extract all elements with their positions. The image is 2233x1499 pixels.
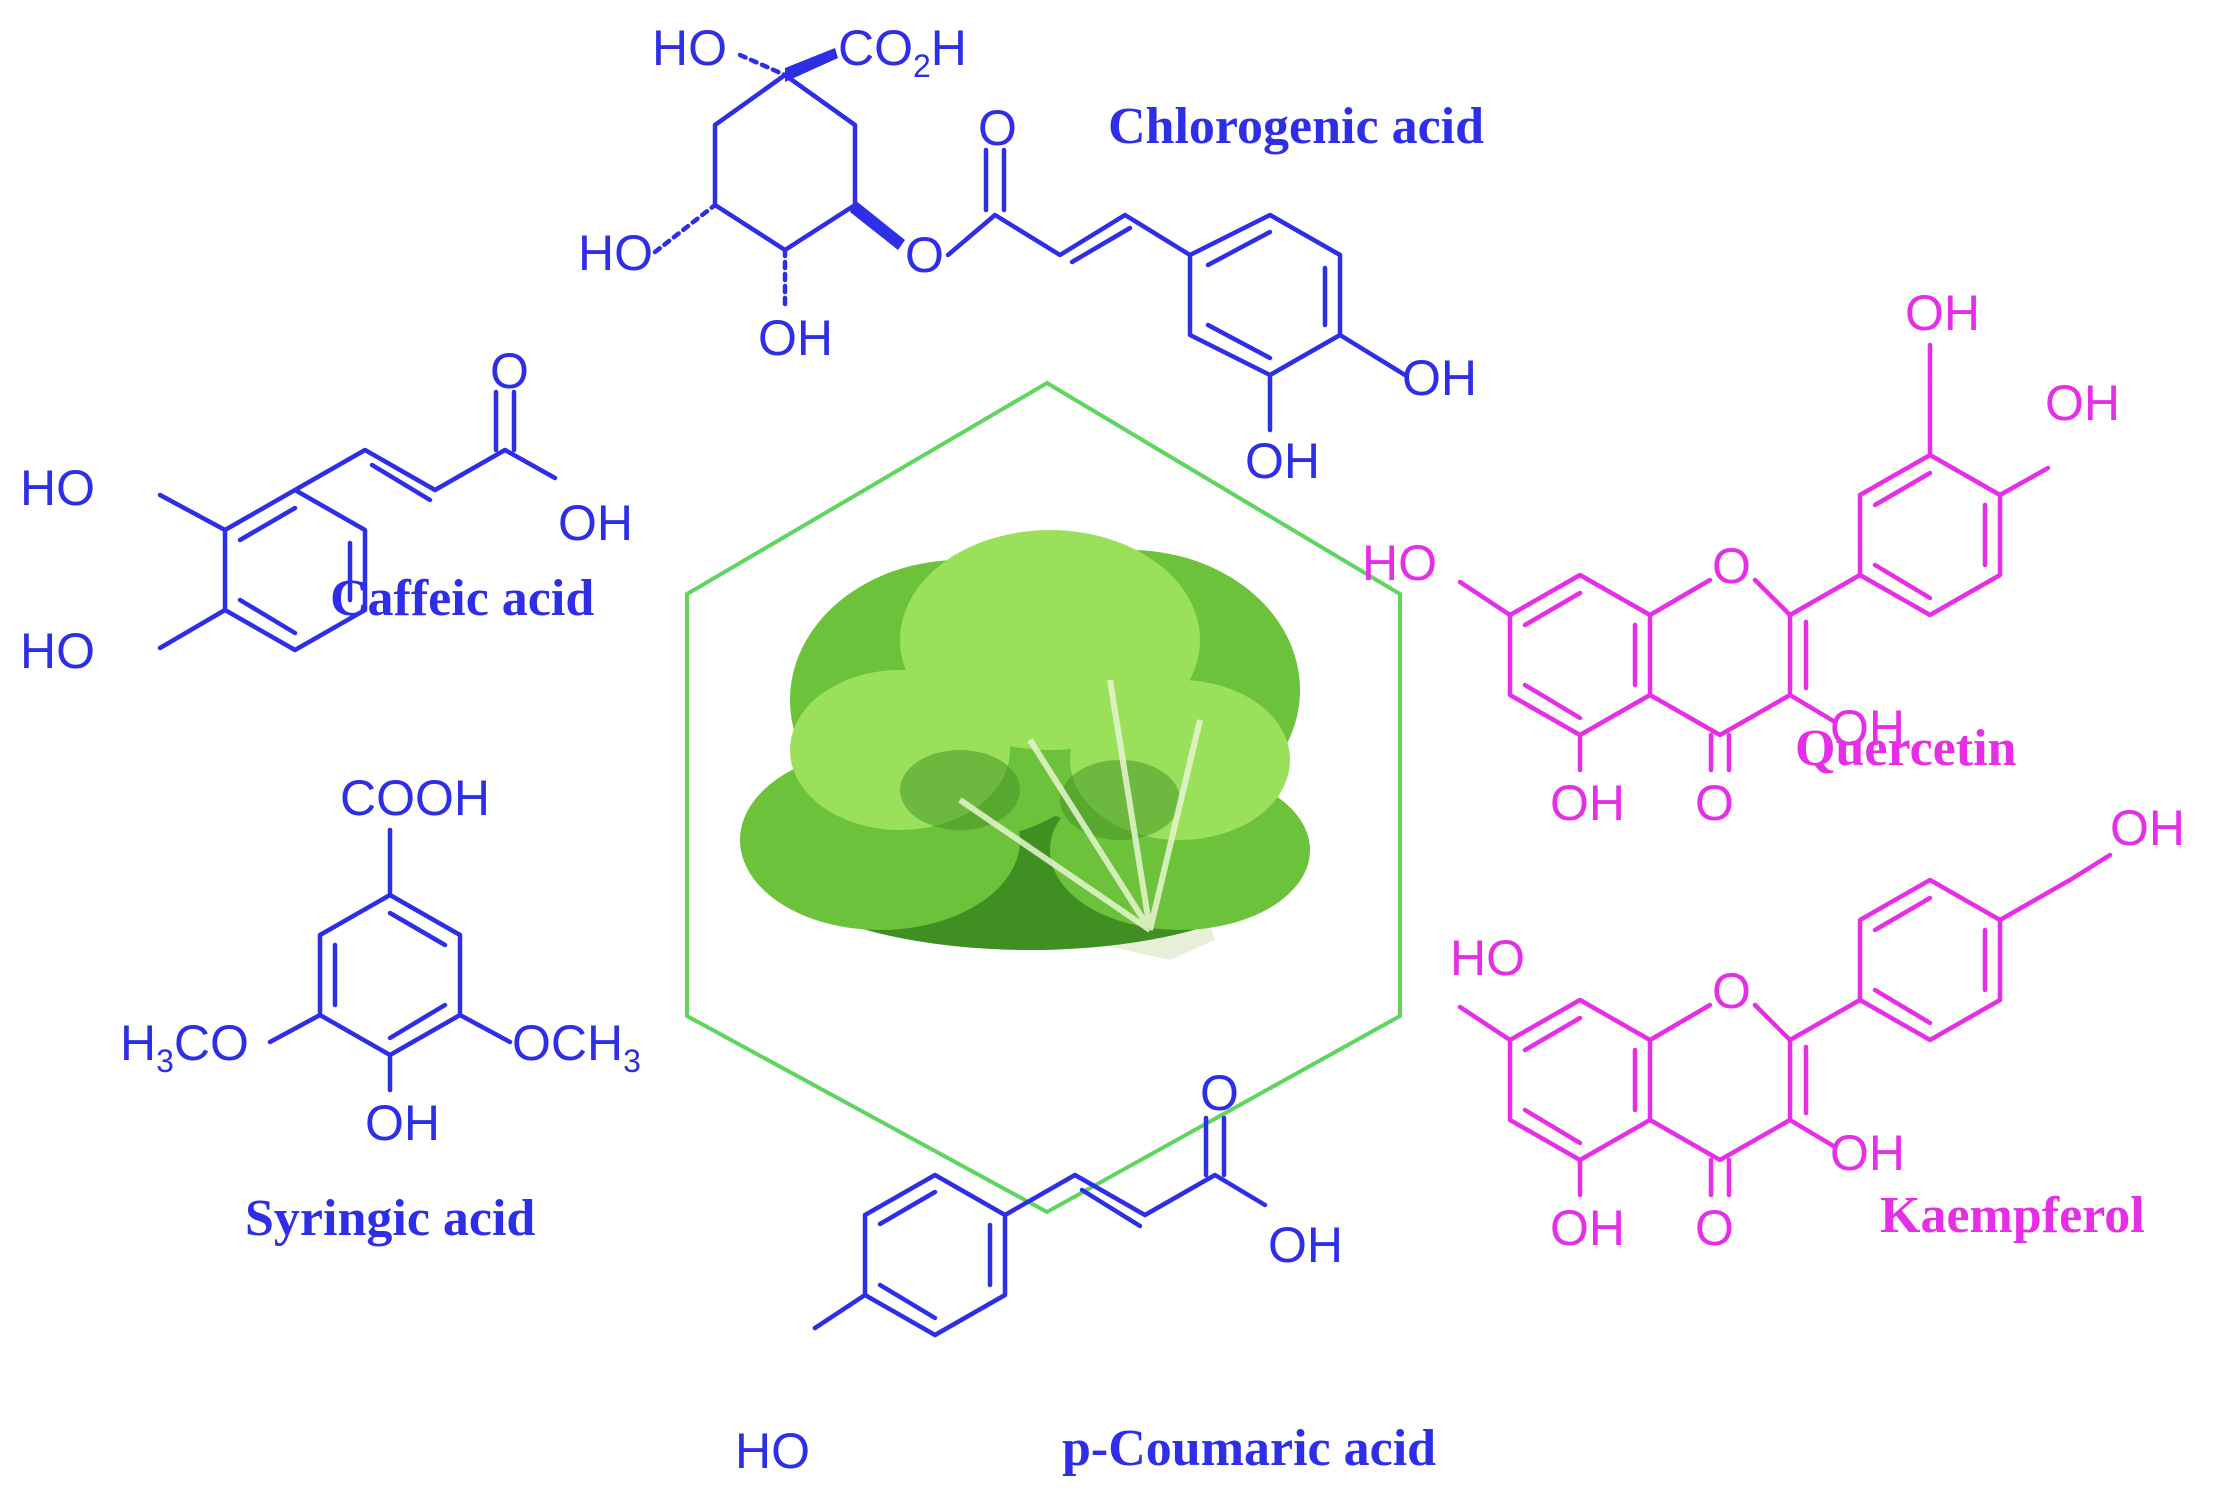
label-ho-bottom: HO (20, 623, 95, 679)
label-o-carbonyl: O (490, 343, 529, 399)
label-o-keto: O (1695, 1200, 1734, 1256)
compound-quercetin: HO O OH O OH OH OH Quercetin (1362, 285, 2120, 831)
label-oh-top: OH (1905, 285, 1980, 341)
label-oh: OH (365, 1095, 440, 1151)
compound-syringic-acid: COOH H3CO OCH3 OH Syringic acid (120, 770, 641, 1247)
label-h3co: H3CO (120, 1015, 249, 1079)
compound-name: Quercetin (1795, 720, 2017, 777)
compound-name: Caffeic acid (330, 570, 594, 627)
compound-caffeic-acid: HO HO O OH Caffeic acid (20, 343, 633, 679)
label-o-carbonyl: O (1200, 1065, 1239, 1121)
label-oh-3: OH (1830, 700, 1905, 756)
label-o-ring: O (1712, 538, 1751, 594)
label-oh-bottom: OH (758, 310, 833, 366)
label-oh-acid: OH (558, 495, 633, 551)
compound-chlorogenic-acid: HO CO2H O O HO OH OH OH Chlorogenic acid (578, 20, 1484, 489)
label-o-ester: O (905, 227, 944, 283)
center-hexagon (685, 380, 1402, 1215)
label-oh-3: OH (1830, 1125, 1905, 1181)
label-ho-left: HO (1450, 930, 1525, 986)
label-o-ring: O (1712, 963, 1751, 1019)
compound-name: Chlorogenic acid (1108, 98, 1484, 155)
compound-name: p-Coumaric acid (1062, 1420, 1436, 1477)
label-oh-ring-right: OH (1402, 350, 1477, 406)
label-o-carbonyl: O (978, 100, 1017, 156)
label-o-keto: O (1695, 775, 1734, 831)
label-cooh: COOH (340, 770, 490, 826)
label-oh-acid: OH (1268, 1217, 1343, 1273)
label-co2h: CO2H (838, 20, 967, 84)
label-ho-top: HO (20, 460, 95, 516)
label-oh-ring-bottom: OH (1245, 433, 1320, 489)
label-ho-left: HO (578, 225, 653, 281)
lettuce-icon (740, 530, 1310, 960)
label-ho: HO (735, 1423, 810, 1479)
label-oh-right: OH (2045, 375, 2120, 431)
compound-name: Kaempferol (1880, 1187, 2145, 1244)
compound-kaempferol: HO O OH O OH OH Kaempferol (1450, 800, 2185, 1256)
label-ho-left: HO (1362, 535, 1437, 591)
label-oh-5: OH (1550, 775, 1625, 831)
label-och3: OCH3 (512, 1015, 641, 1079)
label-ho: HO (652, 20, 727, 76)
label-oh-5: OH (1550, 1200, 1625, 1256)
compound-p-coumaric-acid: O OH HO p-Coumaric acid (735, 1065, 1436, 1479)
compound-name: Syringic acid (245, 1190, 535, 1247)
label-oh-top: OH (2110, 800, 2185, 856)
